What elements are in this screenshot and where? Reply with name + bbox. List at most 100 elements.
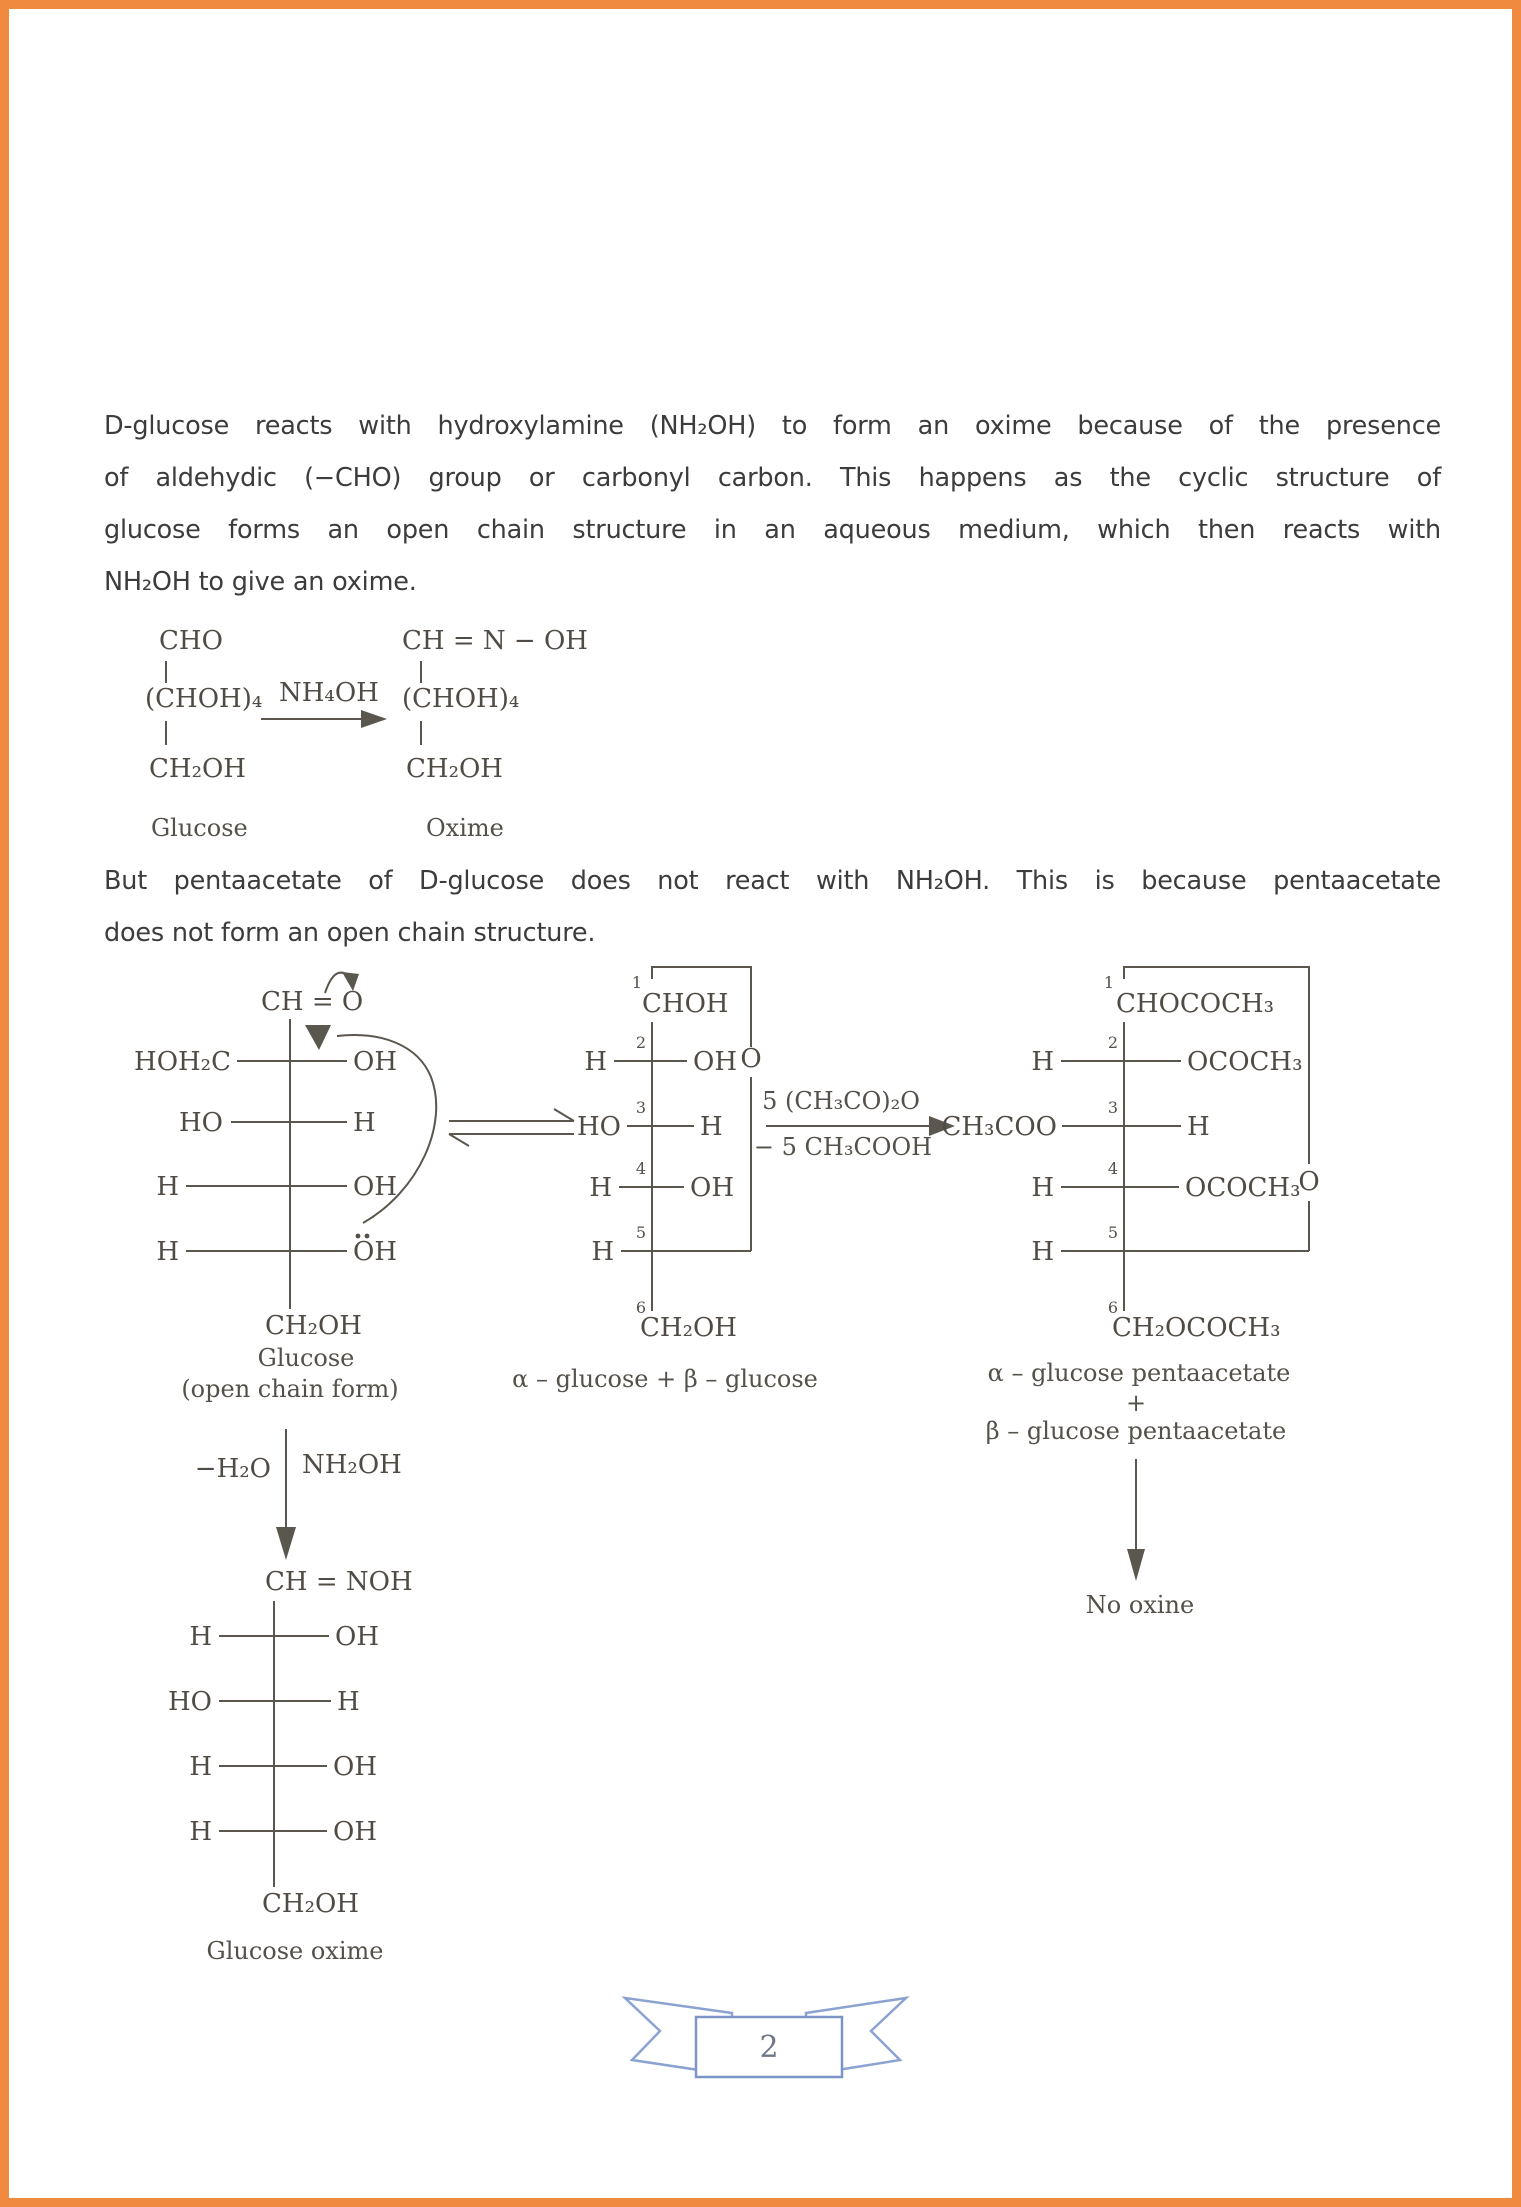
diagram-layer: CHO (CHOH)₄ CH₂OH Glucose NH₄OH CH = N −… bbox=[134, 626, 1320, 2079]
substituent: H bbox=[1031, 1047, 1054, 1077]
substituent: H bbox=[1187, 1112, 1210, 1142]
arrowhead bbox=[342, 972, 359, 991]
substituent: H bbox=[337, 1687, 360, 1717]
text-line: of aldehydic (−CHO) group or carbonyl ca… bbox=[104, 463, 1441, 493]
substituent: OCOCH₃ bbox=[1185, 1173, 1301, 1203]
formula-c6: CH₂OCOCH₃ bbox=[1112, 1313, 1281, 1343]
reagent-above: 5 (CH₃CO)₂O bbox=[762, 1087, 920, 1115]
oxime-formation-arrow: −H₂O NH₂OH bbox=[195, 1429, 402, 1560]
text-line: glucose forms an open chain structure in… bbox=[104, 515, 1441, 545]
condition-left: −H₂O bbox=[195, 1454, 271, 1484]
formula-ch-o: CH = O bbox=[261, 987, 363, 1017]
carbon-number: 3 bbox=[1108, 1098, 1118, 1117]
carbon-number: 6 bbox=[636, 1298, 646, 1317]
substituent: HO bbox=[577, 1112, 621, 1142]
substituent: HO bbox=[168, 1687, 212, 1717]
ring-oxygen: O bbox=[1298, 1167, 1319, 1197]
text-line: But pentaacetate of D-glucose does not r… bbox=[104, 866, 1441, 896]
substituent: HO bbox=[179, 1108, 223, 1138]
carbon-number: 5 bbox=[1108, 1223, 1118, 1242]
cyclization-curved-arrow bbox=[336, 1034, 438, 1224]
carbon-number: 2 bbox=[1108, 1033, 1118, 1052]
formula-ch2oh: CH₂OH bbox=[640, 1313, 737, 1343]
substituent: OH bbox=[333, 1752, 377, 1782]
substituent: H bbox=[591, 1237, 614, 1267]
arrowhead bbox=[305, 1025, 331, 1050]
ring-oxygen: O bbox=[740, 1044, 761, 1074]
carbon-number: 6 bbox=[1108, 1298, 1118, 1317]
structure-label: (open chain form) bbox=[181, 1375, 398, 1403]
reagent-below: − 5 CH₃COOH bbox=[754, 1133, 932, 1161]
lone-pair-dots bbox=[355, 1233, 361, 1239]
carbon-number: 5 bbox=[636, 1223, 646, 1242]
substituent: H bbox=[1031, 1173, 1054, 1203]
text-line: D-glucose reacts with hydroxylamine (NH₂… bbox=[104, 411, 1441, 441]
plus-sign: + bbox=[1126, 1389, 1146, 1417]
carbon-number: 3 bbox=[636, 1098, 646, 1117]
lone-pair-dots bbox=[364, 1233, 370, 1239]
formula-cho: CHO bbox=[159, 626, 223, 656]
equilibrium-arrows bbox=[448, 1108, 575, 1147]
scheme1-glucose-structure: CHO (CHOH)₄ CH₂OH Glucose bbox=[145, 626, 262, 842]
substituent: OH bbox=[693, 1047, 737, 1077]
carbon-number: 4 bbox=[636, 1159, 646, 1178]
formula-ch-n-oh: CH = N − OH bbox=[402, 626, 588, 656]
structure-label: α – glucose + β – glucose bbox=[512, 1365, 818, 1393]
reagent-label: NH₄OH bbox=[279, 678, 379, 708]
formula-ch2oh: CH₂OH bbox=[149, 754, 246, 784]
glucose-pentaacetate-structure: 1 CHOCOCH₃ O 2 H OCOCH₃ 3 H 4 H OCOCH₃ 5… bbox=[986, 966, 1320, 1619]
substituent: H bbox=[353, 1108, 376, 1138]
structure-label: Glucose bbox=[258, 1344, 355, 1372]
substituent: OH bbox=[353, 1172, 397, 1202]
page-number: 2 bbox=[759, 2030, 778, 2065]
structure-label-glucose: Glucose bbox=[151, 814, 248, 842]
half-arrowhead bbox=[553, 1108, 575, 1122]
glucose-oxime-structure: CH = NOH H OH HO H H OH H OH CH₂OH Gluco… bbox=[168, 1567, 413, 1965]
substituent: H bbox=[189, 1752, 212, 1782]
structure-label-oxime: Oxime bbox=[426, 814, 504, 842]
ribbon-center-box bbox=[694, 2015, 844, 2079]
page-number-ribbon: 2 bbox=[621, 1996, 910, 2079]
substituent: OH bbox=[353, 1047, 397, 1077]
substituent: H bbox=[189, 1622, 212, 1652]
substituent: OCOCH₃ bbox=[1187, 1047, 1303, 1077]
scheme1-reaction-arrow: NH₄OH bbox=[261, 678, 387, 728]
substituent: H bbox=[1031, 1237, 1054, 1267]
substituent: H bbox=[189, 1817, 212, 1847]
paragraph-1: D-glucose reacts with hydroxylamine (NH₂… bbox=[104, 400, 1441, 608]
formula-ch2oh: CH₂OH bbox=[262, 1889, 359, 1919]
formula-c1: CHOCOCH₃ bbox=[1116, 989, 1274, 1019]
paragraph-2: But pentaacetate of D-glucose does not r… bbox=[104, 855, 1441, 959]
arrowhead bbox=[276, 1527, 296, 1560]
substituent: OH bbox=[335, 1622, 379, 1652]
substituent: OH bbox=[690, 1173, 734, 1203]
condition-right: NH₂OH bbox=[302, 1450, 402, 1480]
scheme1-oxime-structure: CH = N − OH (CHOH)₄ CH₂OH Oxime bbox=[402, 626, 588, 842]
structure-label: β – glucose pentaacetate bbox=[986, 1417, 1286, 1445]
structure-label: α – glucose pentaacetate bbox=[988, 1359, 1291, 1387]
formula-choh4: (CHOH)₄ bbox=[145, 684, 262, 714]
arrowhead bbox=[929, 1116, 955, 1136]
ring-bracket bbox=[651, 966, 752, 1047]
substituent: H bbox=[589, 1173, 612, 1203]
formula-ch-noh: CH = NOH bbox=[265, 1567, 413, 1597]
carbon-number: 1 bbox=[1104, 973, 1114, 992]
formula-choh4: (CHOH)₄ bbox=[402, 684, 519, 714]
cyclic-glucose-structure: 1 CHOH O 2 H OH 3 HO H 4 H OH 5 H 6 CH₂O… bbox=[512, 966, 818, 1393]
ring-bracket bbox=[1123, 966, 1310, 1164]
result-label: No oxine bbox=[1086, 1591, 1194, 1619]
substituent: CH₃COO bbox=[941, 1112, 1057, 1142]
substituent: H bbox=[584, 1047, 607, 1077]
structure-label: Glucose oxime bbox=[207, 1937, 384, 1965]
substituent: OH bbox=[333, 1817, 377, 1847]
arrowhead bbox=[1127, 1549, 1145, 1581]
substituent: H bbox=[700, 1112, 723, 1142]
open-chain-glucose-structure: CH = O HOH₂C OH HO H H OH H OH CH₂OH Glu… bbox=[134, 971, 438, 1403]
substituent: H bbox=[156, 1237, 179, 1267]
text-line: NH₂OH to give an oxime. bbox=[104, 567, 417, 597]
substituent: HOH₂C bbox=[134, 1047, 231, 1077]
formula-ch2oh: CH₂OH bbox=[265, 1311, 362, 1341]
substituent: OH bbox=[353, 1237, 397, 1267]
acetylation-arrow: 5 (CH₃CO)₂O − 5 CH₃COOH CH₃COO bbox=[754, 1087, 1057, 1161]
